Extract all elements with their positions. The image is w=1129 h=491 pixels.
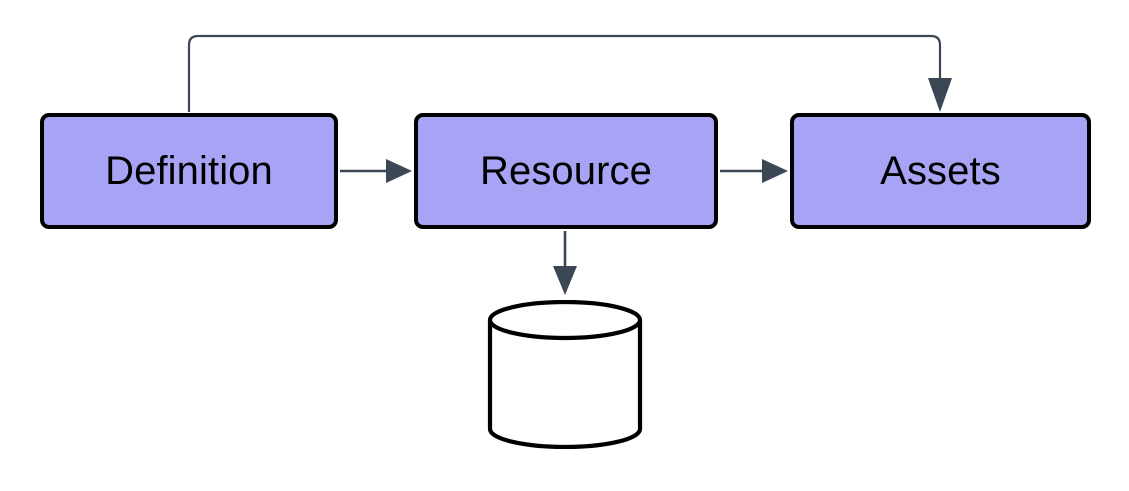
node-definition-label: Definition [105,149,273,193]
node-resource-label: Resource [480,149,652,193]
edge-resource-to-assets [720,159,788,183]
node-resource[interactable]: Resource [414,113,718,229]
cylinder-top-ellipse [487,300,643,341]
node-datastore[interactable] [486,300,644,449]
arrowhead-icon [386,159,412,183]
cylinder-body [487,320,643,449]
database-cylinder-icon [487,300,643,449]
node-definition[interactable]: Definition [40,113,338,229]
edge-definition-to-assets-feedback [187,34,952,112]
arrowhead-icon [928,78,952,112]
edge-definition-to-resource [340,159,412,183]
node-assets[interactable]: Assets [790,113,1091,229]
edge-resource-to-datastore [553,231,577,295]
edge-line [187,34,942,112]
node-assets-label: Assets [880,149,1001,193]
arrowhead-icon [553,266,577,295]
arrowhead-icon [762,159,788,183]
